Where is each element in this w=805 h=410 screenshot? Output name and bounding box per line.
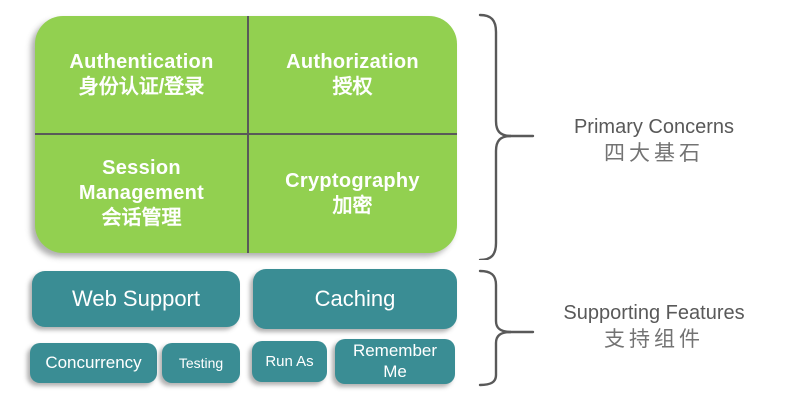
primary-concerns-annotation: Primary Concerns 四大基石 — [536, 115, 772, 167]
caching-label: Caching — [314, 285, 396, 311]
box-caching: Caching — [253, 269, 457, 329]
concurrency-label: Concurrency — [45, 352, 142, 372]
cell-authentication: Authentication 身份认证/登录 — [35, 16, 248, 134]
box-web-support: Web Support — [32, 271, 240, 327]
cell-cryptography: Cryptography 加密 — [248, 134, 457, 253]
cryptography-title: Cryptography — [285, 169, 420, 192]
cell-authorization: Authorization 授权 — [248, 16, 457, 134]
primary-concerns-grid: Authentication 身份认证/登录 Authorization 授权 … — [35, 16, 457, 253]
authentication-title: Authentication — [69, 51, 214, 73]
primary-concerns-label-zh: 四大基石 — [604, 141, 704, 165]
supporting-brace-icon — [470, 265, 540, 390]
authorization-subtitle: 授权 — [332, 76, 373, 98]
box-run-as: Run As — [252, 341, 327, 382]
web-support-label: Web Support — [71, 285, 200, 311]
authorization-title: Authorization — [286, 51, 419, 73]
box-testing: Testing — [162, 343, 240, 383]
testing-label: Testing — [178, 354, 224, 371]
session-management-subtitle: 会话管理 — [101, 207, 182, 229]
cryptography-subtitle: 加密 — [332, 194, 373, 217]
authentication-subtitle: 身份认证/登录 — [78, 76, 205, 98]
primary-brace-icon — [470, 10, 540, 262]
grid-horizontal-divider — [35, 133, 457, 135]
box-remember-me: Remember Me — [335, 339, 455, 384]
primary-concerns-label: Primary Concerns — [573, 116, 735, 138]
supporting-features-annotation: Supporting Features 支持组件 — [536, 301, 772, 353]
session-management-title: Session Management — [78, 157, 205, 204]
box-concurrency: Concurrency — [30, 343, 157, 383]
cell-session-management: Session Management 会话管理 — [35, 134, 248, 253]
supporting-features-label-zh: 支持组件 — [604, 327, 704, 351]
run-as-label: Run As — [265, 352, 314, 370]
supporting-features-label: Supporting Features — [563, 302, 745, 324]
remember-me-label: Remember Me — [352, 341, 438, 381]
